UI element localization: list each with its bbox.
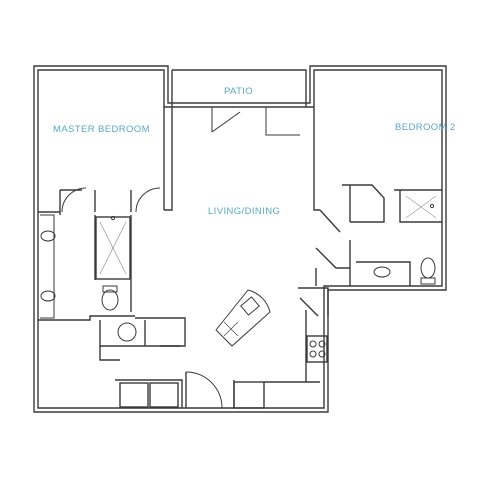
kitchen-island xyxy=(215,289,271,347)
walls xyxy=(33,65,447,413)
sink-icon xyxy=(40,290,56,302)
room-label-master-bedroom: MASTER BEDROOM xyxy=(53,124,150,135)
fixtures xyxy=(40,195,437,358)
water-heater-icon xyxy=(117,322,137,342)
sink-icon xyxy=(40,230,56,242)
toilet-icon xyxy=(101,289,119,311)
sink-icon xyxy=(373,266,391,278)
room-label-bedroom-2: BEDROOM 2 xyxy=(395,122,456,133)
room-label-living-dining: LIVING/DINING xyxy=(208,206,280,217)
room-label-patio: PATIO xyxy=(224,86,253,97)
toilet-icon xyxy=(420,257,436,279)
